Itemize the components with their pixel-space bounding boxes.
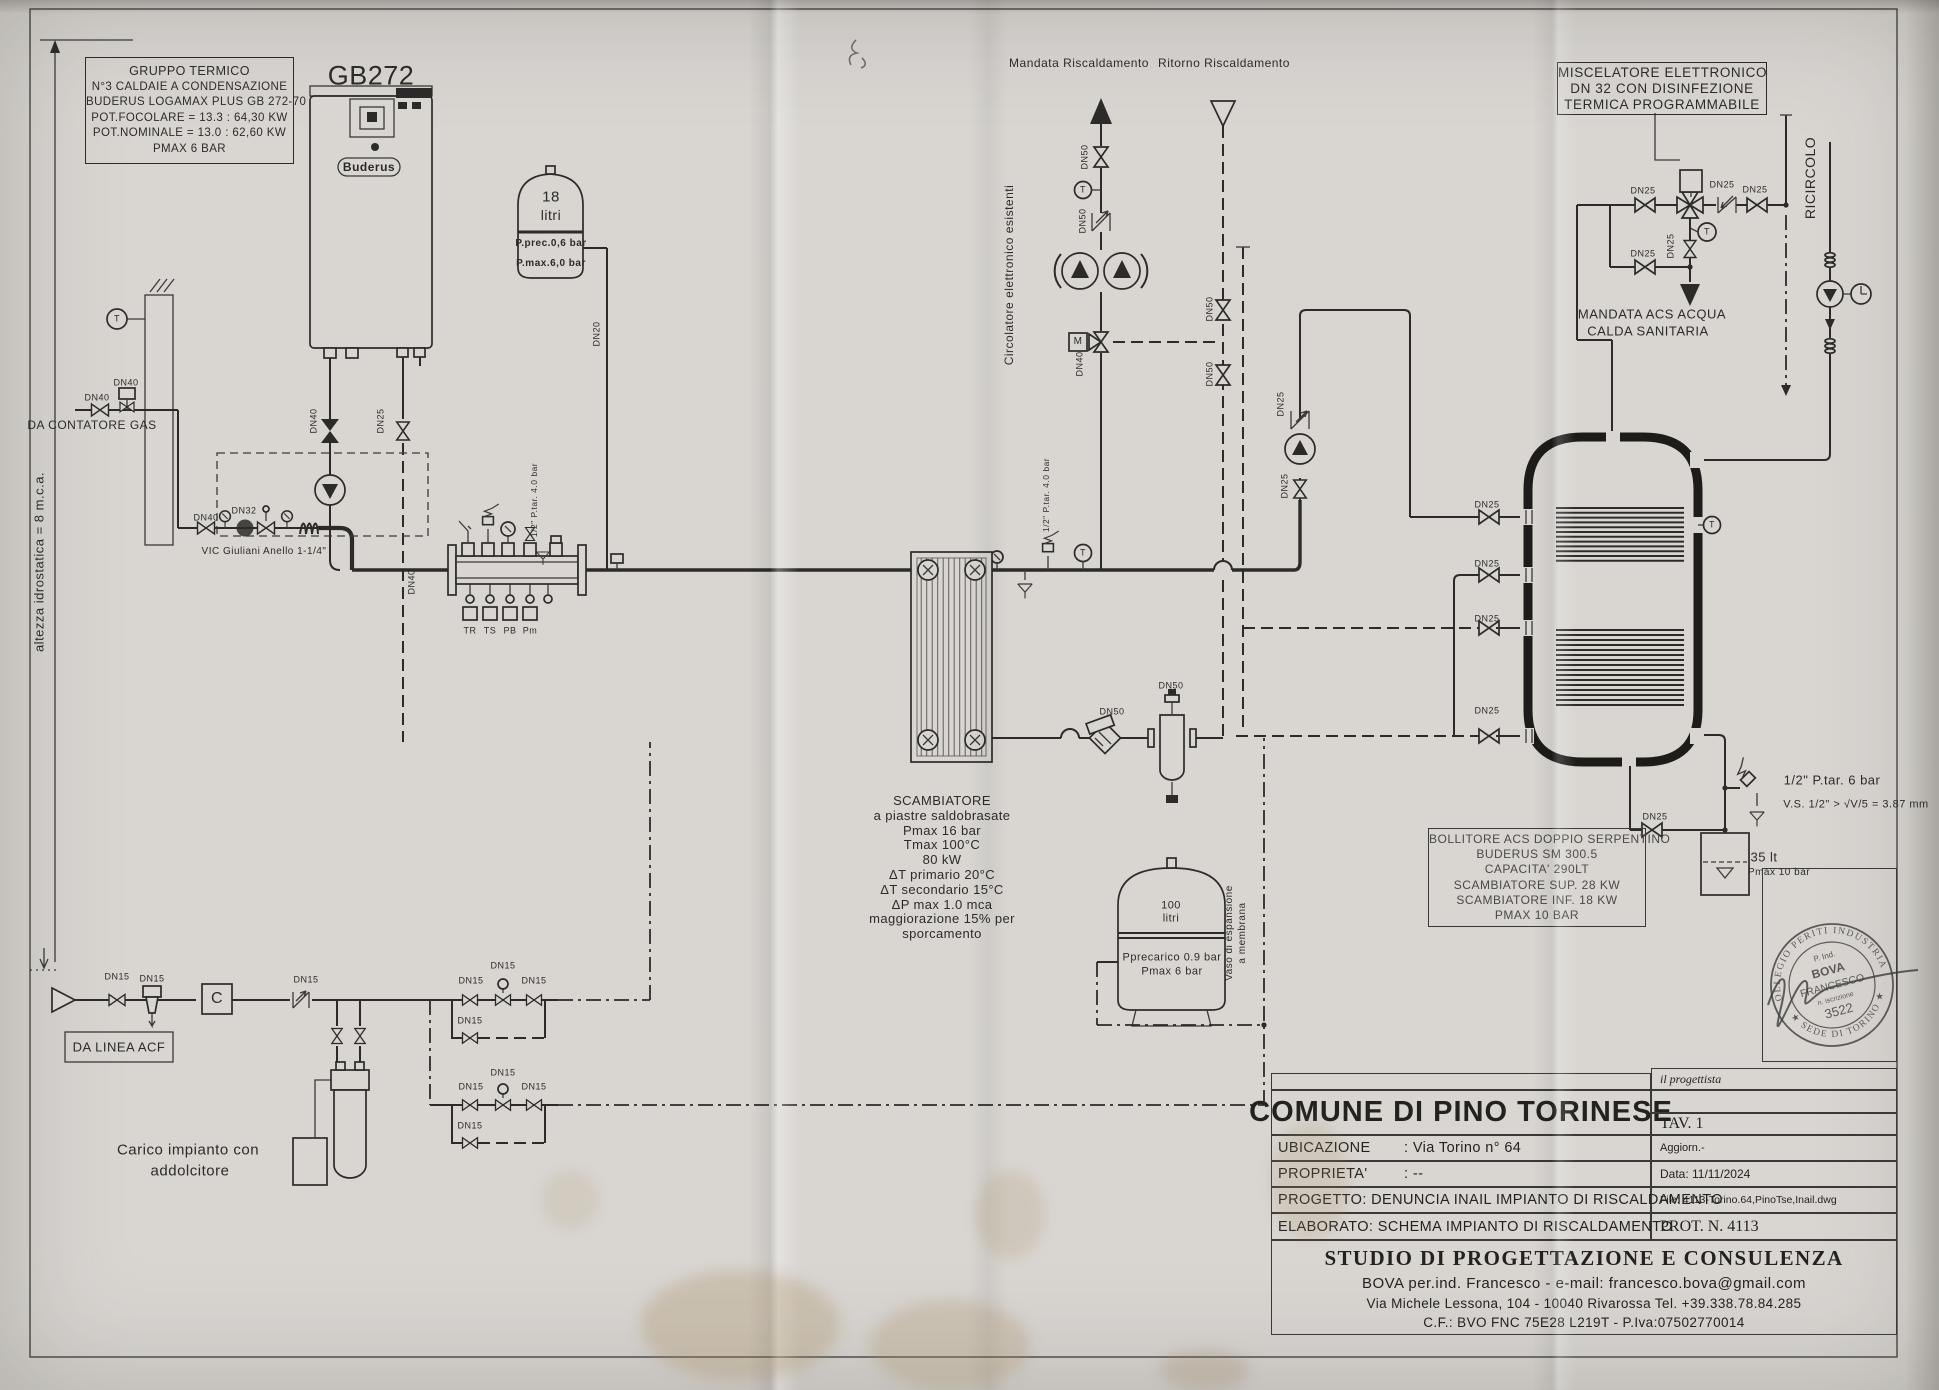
- scamb-line: 80 kW: [922, 852, 962, 868]
- misc-line: TERMICA PROGRAMMABILE: [1564, 96, 1760, 112]
- title-spacer-cell: [1271, 1073, 1651, 1090]
- plate-heat-exchanger: [910, 551, 993, 763]
- manifold: [352, 503, 587, 621]
- gruppo-line: PMAX 6 BAR: [152, 142, 227, 155]
- row-right: File: 4113-Torino.64,PinoTse,Inail.dwg: [1660, 1194, 1837, 1206]
- wall: [106, 278, 175, 546]
- scamb-line: ΔT secondario 15°C: [880, 881, 1004, 897]
- studio-footer: STUDIO DI PROGETTAZIONE E CONSULENZA BOV…: [1271, 1240, 1897, 1335]
- misc-line: MISCELATORE ELETTRONICO: [1558, 64, 1768, 80]
- row-right: Aggiorn.-: [1660, 1142, 1705, 1154]
- scamb-line: a piastre saldobrasate: [873, 807, 1011, 823]
- row-label: PROPRIETA': [1278, 1166, 1368, 1182]
- acs-mixer-group: [1576, 113, 1792, 431]
- misc-line: DN 32 CON DISINFEZIONE: [1570, 80, 1754, 96]
- data-cell: Data: 11/11/2024: [1651, 1161, 1897, 1187]
- proprieta-row: PROPRIETA' : --: [1271, 1161, 1651, 1187]
- gas-line: [75, 387, 355, 570]
- ritorno-riser: [1113, 100, 1237, 736]
- gruppo-line: POT.FOCOLARE = 13.3 : 64,30 KW: [91, 111, 288, 124]
- prot-cell: PROT. N. 4113: [1651, 1213, 1897, 1240]
- boiler-risers: [216, 357, 429, 742]
- progetto-row: PROGETTO: DENUNCIA INAIL IMPIANTO DI RIS…: [1271, 1187, 1722, 1213]
- row-value: : --: [1404, 1166, 1424, 1182]
- secondary-return: [992, 689, 1524, 803]
- mandata-riser: [1053, 98, 1149, 570]
- scamb-line: ΔT primario 20°C: [888, 866, 995, 882]
- bollitore-line: SCAMBIATORE SUP. 28 KW: [1453, 877, 1621, 892]
- dimension-line: [30, 39, 133, 971]
- acs-safety-group: [1629, 734, 1765, 896]
- scambiatore-notes: SCAMBIATORE a piastre saldobrasate Pmax …: [832, 793, 1052, 942]
- scamb-line: maggiorazione 15% per: [869, 911, 1015, 927]
- stamp-line: 3522: [1823, 1000, 1855, 1022]
- scamb-line: ΔP max 1.0 mca: [891, 896, 993, 912]
- signature: [1767, 969, 1919, 1027]
- comune-text: COMUNE DI PINO TORINESE: [1249, 1096, 1673, 1128]
- bollitore-line: PMAX 10 BAR: [1494, 908, 1580, 923]
- gruppo-termico-box: GRUPPO TERMICO N°3 CALDAIE A CONDENSAZIO…: [85, 57, 307, 164]
- scamb-line: SCAMBIATORE: [893, 793, 991, 808]
- pen-mark: [848, 39, 867, 69]
- row-label: UBICAZIONE: [1278, 1140, 1371, 1156]
- bollitore-line: BOLLITORE ACS DOPPIO SERPENTINO: [1429, 831, 1671, 846]
- gruppo-line: BUDERUS LOGAMAX PLUS GB 272-70: [86, 96, 307, 108]
- scamb-line: Pmax 16 bar: [902, 822, 982, 838]
- row-value: : SCHEMA IMPIANTO DI RISCALDAMENTO: [1368, 1218, 1673, 1235]
- row-label: PROGETTO: [1278, 1192, 1363, 1208]
- bollitore-line: BUDERUS SM 300.5: [1476, 846, 1598, 861]
- bollitore-line: SCAMBIATORE INF. 18 KW: [1456, 892, 1618, 907]
- acs-dashed-lines: [1236, 246, 1524, 730]
- studio-contact: BOVA per.ind. Francesco - e-mail: france…: [1361, 1274, 1807, 1292]
- title-blank-cell: [1651, 1090, 1897, 1113]
- elaborato-row: ELABORATO: SCHEMA IMPIANTO DI RISCALDAME…: [1271, 1213, 1672, 1240]
- sheet-border: [29, 8, 1898, 1358]
- scamb-line: Tmax 100°C: [903, 837, 981, 853]
- row-label: ELABORATO: [1278, 1218, 1369, 1235]
- progettista-cell: il progettista: [1651, 1068, 1897, 1090]
- bollitore-line: CAPACITA' 290LT: [1484, 862, 1590, 877]
- title-block: il progettista COMUNE DI PINO TORINESE T…: [1249, 1068, 1897, 1335]
- row-right: Data: 11/11/2024: [1660, 1167, 1751, 1181]
- water-softener: [292, 1000, 370, 1186]
- da-linea-acf-box: [64, 1031, 174, 1063]
- file-cell: File: 4113-Torino.64,PinoTse,Inail.dwg: [1651, 1187, 1897, 1213]
- scamb-line: sporcamento: [902, 926, 982, 942]
- miscelatore-box: MISCELATORE ELETTRONICO DN 32 CON DISINF…: [1557, 62, 1767, 115]
- expansion-vessel-18l: [517, 165, 608, 570]
- bollitore-box: BOLLITORE ACS DOPPIO SERPENTINO BUDERUS …: [1428, 828, 1671, 927]
- gruppo-line: POT.NOMINALE = 13.0 : 62,60 KW: [92, 127, 287, 139]
- row-value: : Via Torino n° 64: [1404, 1140, 1522, 1156]
- gruppo-line: GRUPPO TERMICO: [129, 64, 250, 78]
- fill-lines: [51, 738, 1265, 1149]
- comune-title: COMUNE DI PINO TORINESE: [1249, 1090, 1672, 1135]
- expansion-vessel-100l: [1096, 857, 1267, 1028]
- storage-tank: [1520, 429, 1722, 768]
- aggiorn-cell: Aggiorn.-: [1651, 1135, 1897, 1161]
- boiler-gb272: [309, 85, 433, 359]
- studio-name: STUDIO DI PROGETTAZIONE E CONSULENZA: [1324, 1245, 1844, 1270]
- ricircolo-line: [1704, 142, 1872, 461]
- stamp-box: [1762, 868, 1897, 1062]
- tav-cell: TAV. 1: [1651, 1113, 1897, 1135]
- progettista-label: il progettista: [1660, 1071, 1722, 1086]
- primary-supply-line: [586, 500, 1302, 599]
- studio-address: Via Michele Lessona, 104 - 10040 Rivaros…: [1366, 1295, 1802, 1311]
- gruppo-line: N°3 CALDAIE A CONDENSAZIONE: [91, 80, 288, 93]
- ubicazione-row: UBICAZIONE : Via Torino n° 64: [1271, 1135, 1651, 1161]
- acs-pump-circuit: [1284, 309, 1524, 736]
- studio-fiscal: C.F.: BVO FNC 75E28 L219T - P.Iva:075027…: [1423, 1314, 1745, 1330]
- row-value: : DENUNCIA INAIL IMPIANTO DI RISCALDAMEN…: [1362, 1192, 1723, 1208]
- row-right: PROT. N. 4113: [1660, 1217, 1759, 1235]
- tav-value: TAV. 1: [1660, 1115, 1704, 1132]
